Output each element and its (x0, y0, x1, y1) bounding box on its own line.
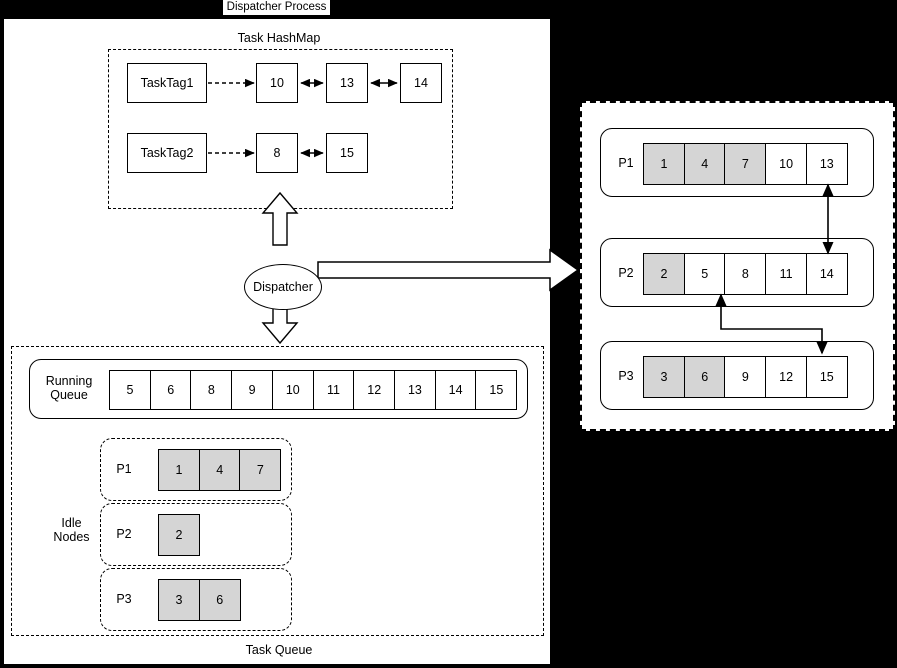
node-cell: 7 (724, 143, 767, 185)
hashmap-node-value-1-0: 10 (270, 76, 284, 90)
idle-node-row-p2 (100, 503, 292, 566)
idle-nodes-label-line1: Idle (61, 516, 82, 530)
running-queue-cell: 5 (109, 370, 151, 410)
running-queue-cells: 5 6 8 9 10 11 12 13 14 15 (109, 370, 518, 410)
running-queue-cell: 12 (353, 370, 396, 410)
running-queue-cell: 10 (271, 370, 314, 410)
idle-node-cell: 4 (198, 449, 241, 491)
idle-node-p3-name: P3 (116, 592, 132, 606)
running-queue-cell: 8 (190, 370, 233, 410)
dispatcher-node[interactable]: Dispatcher (244, 264, 322, 310)
dispatcher-label: Dispatcher (253, 280, 313, 294)
node-cell: 15 (805, 356, 848, 398)
page-title: Dispatcher Process (223, 0, 330, 15)
running-queue-cell: 9 (231, 370, 274, 410)
idle-node-p1-name: P1 (116, 462, 132, 476)
hashmap-node-box-2-0: 8 (256, 133, 298, 173)
running-queue-cell: 13 (393, 370, 436, 410)
hashmap-tag-label-2: TaskTag2 (140, 146, 194, 160)
node-cell: 9 (724, 356, 767, 398)
hashmap-node-box-1-0: 10 (256, 63, 298, 103)
node-row-connectors (715, 183, 834, 355)
hashmap-node-box-1-2: 14 (400, 63, 442, 103)
hashmap-node-box-2-1: 15 (326, 133, 368, 173)
hashmap-node-value-1-2: 14 (414, 76, 428, 90)
hashmap-tag-label-1: TaskTag1 (140, 76, 194, 90)
dispatcher-process-panel: Task HashMap TaskTag1 10 13 14 TaskTag2 … (4, 19, 550, 664)
idle-node-cell: 6 (198, 579, 241, 621)
hashmap-tag-box-2: TaskTag2 (127, 133, 207, 173)
idle-nodes-label-line2: Nodes (53, 530, 90, 544)
node-row-p1-cells: 1 4 7 10 13 (643, 143, 848, 185)
task-queue-label: Task Queue (245, 643, 313, 657)
idle-node-cell: 7 (239, 449, 282, 491)
idle-node-cell: 3 (158, 579, 200, 621)
idle-node-cell: 2 (158, 514, 200, 556)
node-cell: 4 (683, 143, 726, 185)
idle-node-cell: 1 (158, 449, 200, 491)
idle-node-row-p3 (100, 568, 292, 631)
node-row-p3-name: P3 (618, 369, 634, 383)
node-cell: 11 (765, 253, 808, 295)
running-queue-label: Running Queue (34, 374, 104, 402)
hashmap-node-value-2-1: 15 (340, 146, 354, 160)
node-row-p3-cells: 3 6 9 12 15 (643, 356, 848, 398)
node-cell: 12 (765, 356, 808, 398)
hashmap-node-box-1-1: 13 (326, 63, 368, 103)
running-queue-label-line1: Running (45, 374, 93, 388)
running-queue-cell: 14 (434, 370, 477, 410)
task-hashmap-label: Task HashMap (237, 31, 321, 45)
idle-node-p2-cells: 2 (158, 514, 200, 556)
running-queue-cell: 11 (312, 370, 355, 410)
node-cell: 1 (643, 143, 685, 185)
idle-node-p2-name: P2 (116, 527, 132, 541)
node-status-panel: P1 1 4 7 10 13 P2 2 5 8 11 14 P3 3 6 9 1… (580, 101, 895, 431)
node-cell: 2 (643, 253, 685, 295)
hashmap-node-value-2-0: 8 (273, 146, 281, 160)
idle-nodes-label: Idle Nodes (39, 516, 104, 544)
task-queue-container (11, 346, 544, 636)
hashmap-node-value-1-1: 13 (340, 76, 354, 90)
node-row-p2-cells: 2 5 8 11 14 (643, 253, 848, 295)
hashmap-tag-box-1: TaskTag1 (127, 63, 207, 103)
hashmap-connectors (208, 78, 398, 345)
node-cell: 3 (643, 356, 685, 398)
dispatcher-to-nodes-arrow (317, 248, 580, 292)
node-row-p1-name: P1 (618, 156, 634, 170)
idle-node-p3-cells: 3 6 (158, 579, 241, 621)
running-queue-cell: 6 (149, 370, 192, 410)
node-cell: 10 (765, 143, 808, 185)
running-queue-cell: 15 (475, 370, 518, 410)
idle-node-p1-cells: 1 4 7 (158, 449, 282, 491)
idle-node-row-p1 (100, 438, 292, 501)
running-queue-label-line2: Queue (50, 388, 88, 402)
node-row-p2-name: P2 (618, 266, 634, 280)
